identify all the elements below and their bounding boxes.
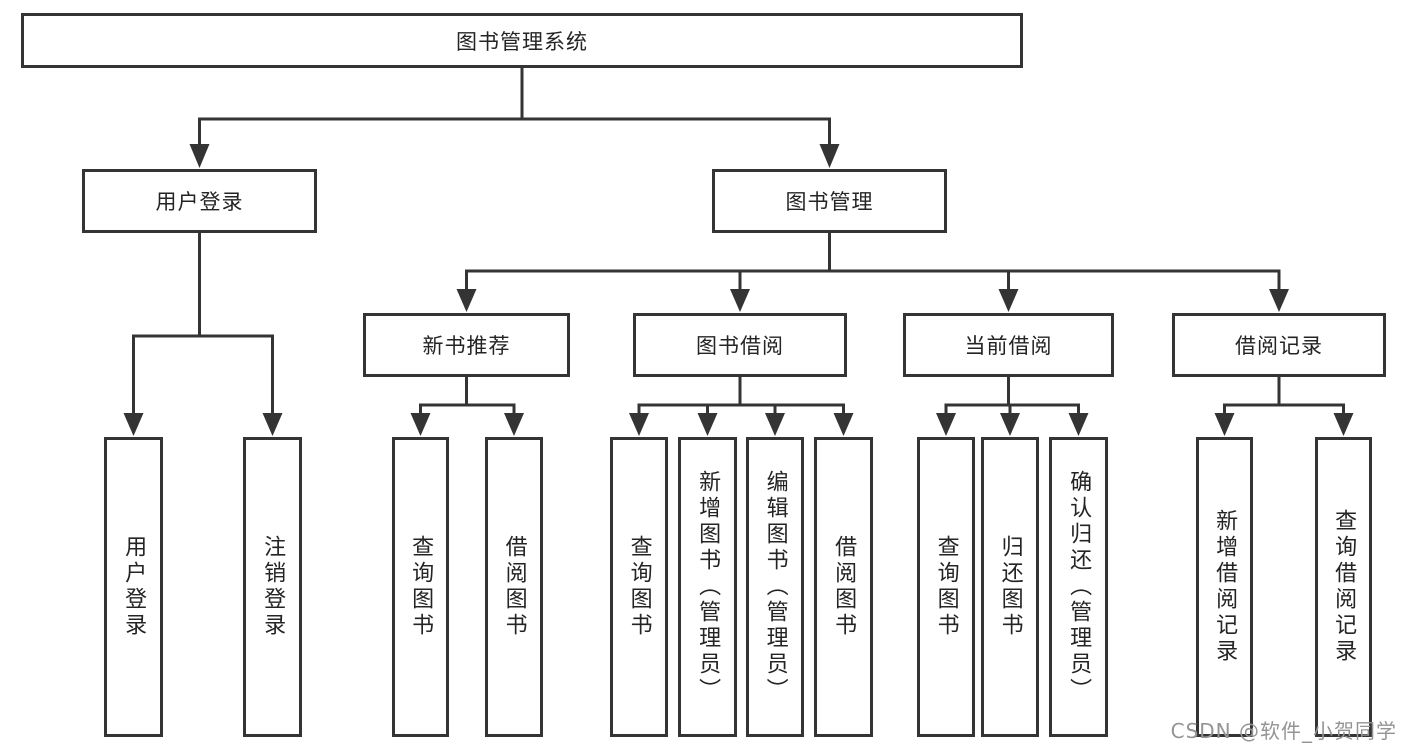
node-library-management-system: 图书管理系统 bbox=[21, 13, 1023, 68]
leaf-edit-books-admin: 编辑图书（管理员） bbox=[746, 437, 804, 737]
leaf-logout-login: 注销登录 bbox=[243, 437, 302, 737]
leaf-query-books-borrowing: 查询图书 bbox=[610, 437, 668, 737]
leaf-query-books-current: 查询图书 bbox=[917, 437, 975, 737]
arrowheads bbox=[123, 144, 1354, 436]
node-book-borrowing: 图书借阅 bbox=[633, 313, 847, 377]
leaf-query-books-recommend: 查询图书 bbox=[392, 437, 449, 737]
leaf-confirm-return-admin: 确认归还（管理员） bbox=[1049, 437, 1108, 737]
leaf-borrow-books-recommend: 借阅图书 bbox=[485, 437, 543, 737]
node-user-login: 用户登录 bbox=[82, 169, 317, 233]
leaf-user-login: 用户登录 bbox=[104, 437, 163, 737]
csdn-watermark: CSDN @软件_小贺同学 bbox=[1170, 719, 1397, 743]
node-book-management: 图书管理 bbox=[712, 169, 947, 233]
node-borrowing-records: 借阅记录 bbox=[1172, 313, 1386, 377]
leaf-borrow-books: 借阅图书 bbox=[814, 437, 873, 737]
leaf-add-borrow-record: 新增借阅记录 bbox=[1196, 437, 1253, 737]
leaf-query-borrow-record: 查询借阅记录 bbox=[1315, 437, 1372, 737]
node-current-borrowing: 当前借阅 bbox=[903, 313, 1114, 377]
leaf-add-books-admin: 新增图书（管理员） bbox=[678, 437, 737, 737]
node-new-book-recommendation: 新书推荐 bbox=[363, 313, 570, 377]
leaf-return-books: 归还图书 bbox=[981, 437, 1039, 737]
